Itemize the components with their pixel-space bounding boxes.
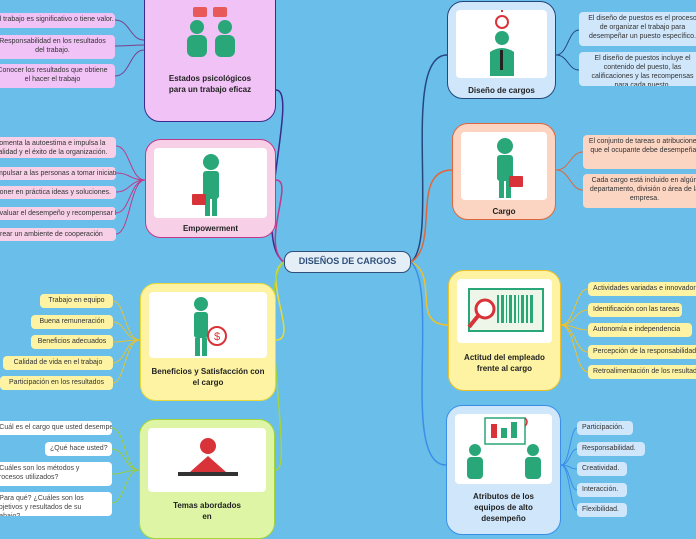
svg-text:$: $ — [214, 331, 220, 343]
list-item[interactable]: ¿Para qué? ¿Cuáles son los objetivos y r… — [0, 492, 112, 516]
topic-temas[interactable]: Temas abordados en — [139, 419, 275, 539]
list-item[interactable]: ¿Cuáles son los métodos y procesos utili… — [0, 462, 112, 486]
dollar-person-icon: $ — [149, 292, 267, 358]
list-item[interactable]: El trabajo es significativo o tiene valo… — [0, 13, 115, 28]
list-item[interactable]: Beneficios adecuados — [31, 335, 113, 349]
connector-lines — [111, 19, 589, 511]
list-item[interactable]: Flexibilidad. — [577, 503, 627, 517]
list-item[interactable]: Interacción. — [577, 483, 627, 497]
list-item[interactable]: Crear un ambiente de cooperación — [0, 228, 116, 241]
team-meeting-icon — [455, 414, 552, 484]
list-item[interactable]: Calidad de vida en el trabajo — [3, 356, 113, 370]
list-item[interactable]: El diseño de puestos incluye el contenid… — [579, 52, 696, 86]
presenter-icon — [148, 428, 266, 492]
list-item[interactable]: Autonomía e independencia — [588, 323, 692, 337]
businessman-icon — [461, 132, 547, 200]
topic-empowerment[interactable]: Empowerment — [145, 139, 276, 238]
list-item[interactable]: El conjunto de tareas o atribuciones que… — [583, 135, 696, 169]
topic-estados[interactable]: Estados psicológicos para un trabajo efi… — [144, 0, 276, 122]
topic-actitud[interactable]: Actitud del empleado frente al cargo — [448, 270, 561, 391]
people-talking-icon — [153, 5, 267, 57]
topic-empowerment-label: Empowerment — [182, 224, 239, 233]
list-item[interactable]: Cada cargo está incluido en algún depart… — [583, 174, 696, 208]
topic-atributos-label: Atributos de los equipos de alto desempe… — [473, 492, 534, 523]
topic-cargo-label: Cargo — [492, 207, 516, 216]
topic-temas-label: Temas abordados en — [173, 501, 241, 521]
topic-estados-label: Estados psicológicos para un trabajo efi… — [168, 74, 252, 94]
list-item[interactable]: Poner en práctica ideas y soluciones. — [0, 186, 116, 199]
list-item[interactable]: Conocer los resultados que obtiene el ha… — [0, 64, 115, 88]
topic-beneficios-label: Beneficios y Satisfacción con el cargo — [151, 367, 265, 387]
list-item[interactable]: ¿Qué hace usted? — [45, 442, 112, 456]
list-item[interactable]: Trabajo en equipo — [40, 294, 113, 308]
idea-person-icon — [456, 10, 547, 78]
topic-beneficios[interactable]: $ Beneficios y Satisfacción con el cargo — [140, 283, 276, 401]
central-topic[interactable]: DISEÑOS DE CARGOS — [284, 251, 411, 273]
topic-actitud-label: Actitud del empleado frente al cargo — [464, 353, 545, 373]
list-item[interactable]: Responsabilidad en los resultados del tr… — [0, 35, 115, 59]
list-item[interactable]: Fomenta la autoestima e impulsa la calid… — [0, 137, 116, 158]
list-item[interactable]: Actividades variadas e innovadoras — [588, 282, 696, 296]
list-item[interactable]: Buena remuneración — [31, 315, 113, 329]
barcode-magnifier-icon — [457, 279, 552, 343]
list-item[interactable]: ¿Cuál es el cargo que usted desempeña? — [0, 421, 112, 435]
list-item[interactable]: Impulsar a las personas a tomar iniciati… — [0, 167, 116, 180]
list-item[interactable]: Participación en los resultados — [0, 376, 113, 390]
list-item[interactable]: Participación. — [577, 421, 633, 435]
topic-cargo[interactable]: Cargo — [452, 123, 556, 220]
topic-atributos[interactable]: Atributos de los equipos de alto desempe… — [446, 405, 561, 535]
topic-diseno[interactable]: Diseño de cargos — [447, 1, 556, 99]
list-item[interactable]: Identificación con las tareas — [588, 303, 682, 317]
list-item[interactable]: Percepción de la responsabilidad — [588, 345, 696, 359]
list-item[interactable]: Retroalimentación de los resultados — [588, 365, 696, 379]
list-item[interactable]: El diseño de puestos es el proceso de or… — [579, 12, 696, 46]
businessman-icon — [154, 148, 267, 218]
list-item[interactable]: Creatividad. — [577, 462, 627, 476]
list-item[interactable]: Evaluar el desempeño y recompensar los r… — [0, 207, 116, 220]
list-item[interactable]: Responsabilidad. — [577, 442, 645, 456]
topic-diseno-label: Diseño de cargos — [468, 86, 535, 95]
